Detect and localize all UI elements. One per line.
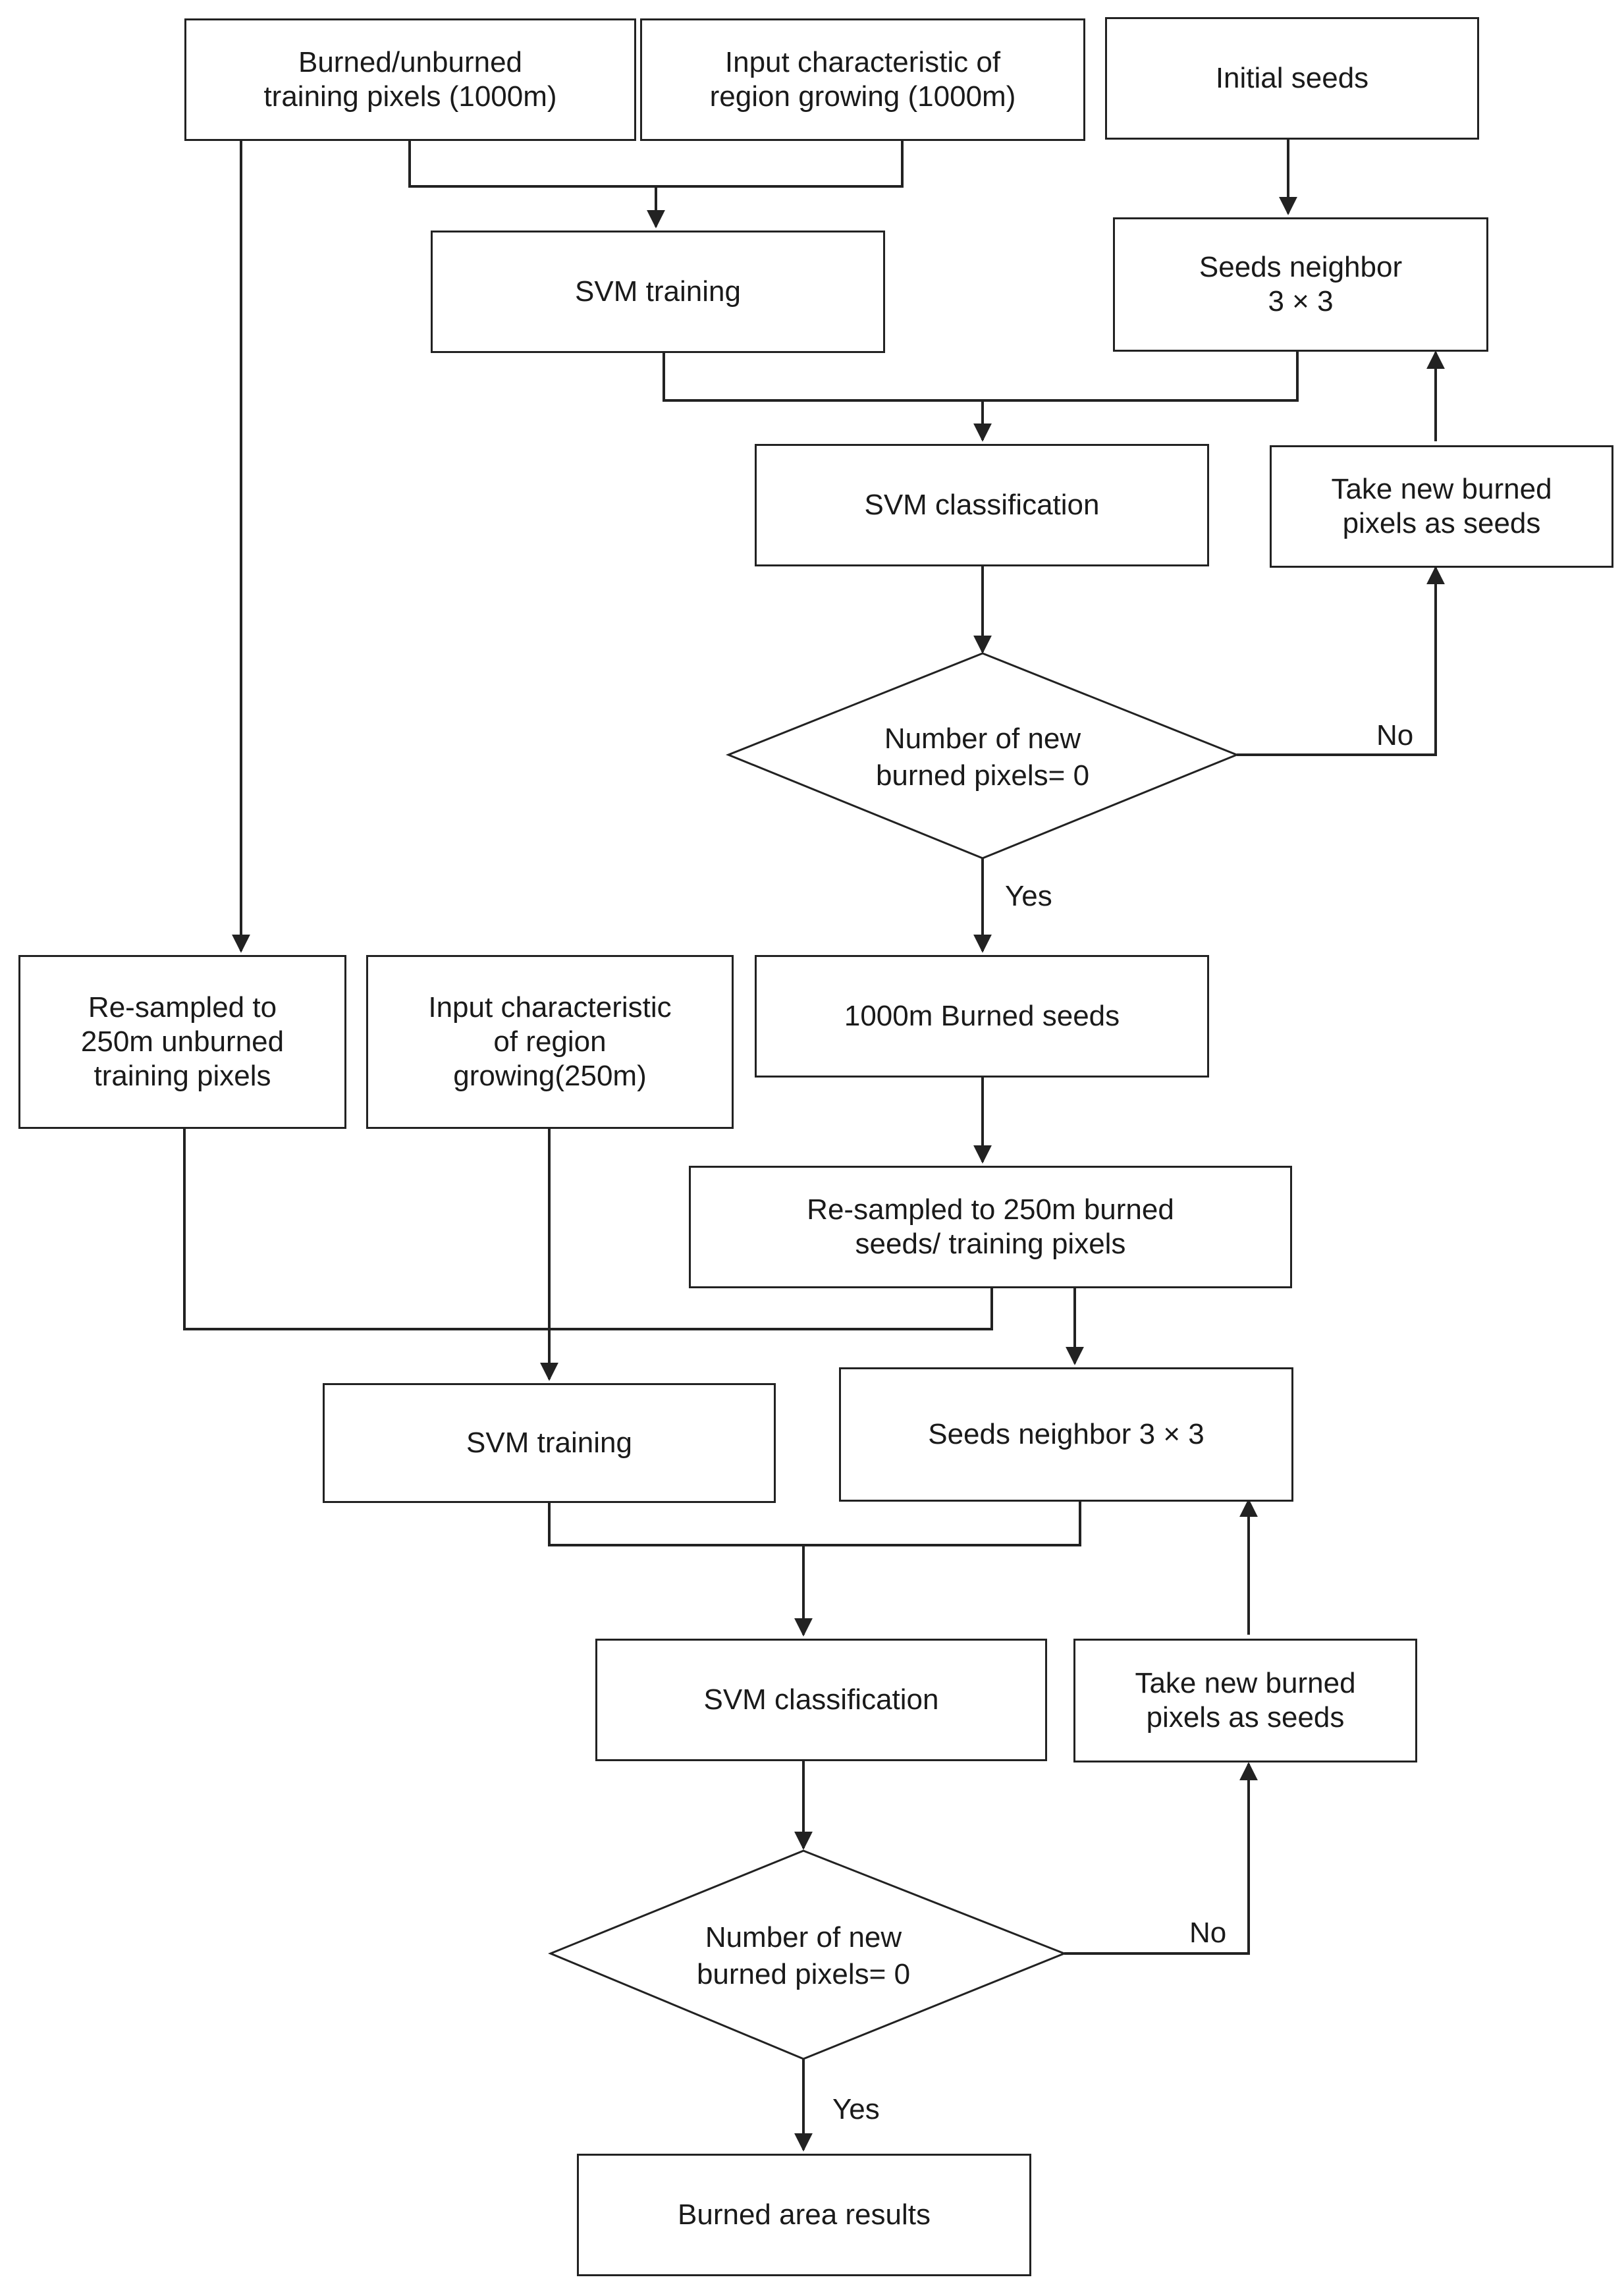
resampled-burned-250m: Re-sampled to 250m burned seeds/ trainin… xyxy=(689,1166,1292,1288)
svm-training-1: SVM training xyxy=(431,231,885,353)
connector-no-2 xyxy=(1064,1762,1258,1955)
input-characteristic-1000m: Input characteristic of region growing (… xyxy=(640,18,1085,141)
connector-merge-training-2 xyxy=(183,1128,993,1330)
burned-area-results: Burned area results xyxy=(577,2154,1031,2276)
take-new-seeds-1: Take new burned pixels as seeds xyxy=(1270,445,1613,568)
connector-merge-classification-1 xyxy=(663,350,1299,402)
svm-classification-1: SVM classification xyxy=(755,444,1209,566)
burned-seeds-1000m: 1000m Burned seeds xyxy=(755,955,1209,1078)
connector-merge-top xyxy=(408,140,904,188)
svm-training-2: SVM training xyxy=(323,1383,776,1503)
burned-training-pixels-1000m: Burned/unburned training pixels (1000m) xyxy=(184,18,636,141)
no-label-1: No xyxy=(1376,719,1414,751)
decision-2-label: Number of new burned pixels= 0 xyxy=(696,1921,911,1990)
seeds-neighbor-1: Seeds neighbor 3 × 3 xyxy=(1113,217,1488,352)
initial-seeds: Initial seeds xyxy=(1105,17,1479,140)
yes-label-1: Yes xyxy=(1005,880,1052,912)
decision-diamond-2 xyxy=(548,1849,1068,2060)
svm-classification-2: SVM classification xyxy=(595,1639,1047,1761)
connector-no-1 xyxy=(1237,566,1445,756)
decision-1-label: Number of new burned pixels= 0 xyxy=(875,723,1090,792)
yes-label-2: Yes xyxy=(832,2093,880,2125)
decision-diamond-1 xyxy=(725,652,1240,860)
seeds-neighbor-2: Seeds neighbor 3 × 3 xyxy=(839,1367,1293,1502)
take-new-seeds-2: Take new burned pixels as seeds xyxy=(1073,1639,1417,1762)
input-characteristic-250m: Input characteristic of region growing(2… xyxy=(366,955,734,1129)
connector-merge-classification-2 xyxy=(548,1496,1081,1546)
no-label-2: No xyxy=(1189,1917,1227,1949)
resampled-unburned-250m: Re-sampled to 250m unburned training pix… xyxy=(18,955,346,1129)
